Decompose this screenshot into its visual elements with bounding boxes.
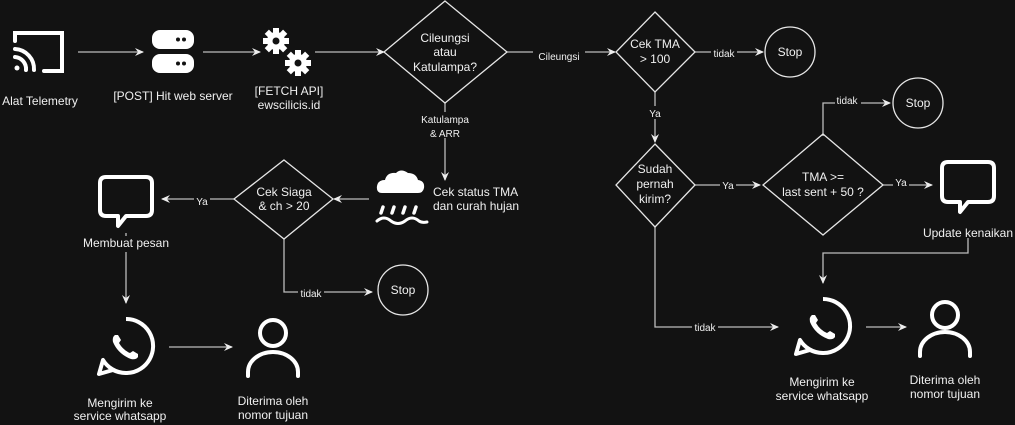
edge-label-siaga-no: tidak xyxy=(300,289,322,300)
node-label: Membuat pesan xyxy=(83,236,169,250)
node-label: Alat Telemetry xyxy=(2,94,78,108)
node-label: Stop xyxy=(778,45,803,59)
node-label-line2: ewscilicis.id xyxy=(258,98,321,112)
node-label-line2: atau xyxy=(433,45,456,59)
node-label-line3: kirim? xyxy=(639,192,671,206)
node-label-line1: Diterima oleh xyxy=(910,373,981,387)
node-label: Update kenaikan xyxy=(923,226,1013,240)
edge-label-last-sent-no: tidak xyxy=(836,96,858,107)
node-label-line1: Sudah xyxy=(638,162,673,176)
decision-siaga: Cek Siaga & ch > 20 xyxy=(232,159,335,240)
user-icon xyxy=(918,300,972,358)
user-icon xyxy=(246,318,300,378)
node-label-line2: > 100 xyxy=(640,52,671,66)
diamond-shape xyxy=(232,159,335,240)
node-label-line2: pernah xyxy=(636,177,673,191)
edge-label-tma100-no: tidak xyxy=(713,49,735,60)
edge-last-sent-no xyxy=(822,99,891,136)
node-label-line2: & ch > 20 xyxy=(258,199,309,213)
stop-node-2: Stop xyxy=(892,77,944,129)
node-label: [POST] Hit web server xyxy=(113,89,232,103)
node-label: Stop xyxy=(391,283,416,297)
diamond-shape xyxy=(382,0,509,104)
node-create-message: Membuat pesan xyxy=(80,175,174,252)
decision-sent: Sudah pernah kirim? xyxy=(615,143,696,228)
node-label-line2: nomor tujuan xyxy=(238,408,308,422)
node-label-line1: [FETCH API] xyxy=(255,84,324,98)
node-label: Stop xyxy=(906,96,931,110)
node-label-line1: Mengirim ke xyxy=(87,396,153,410)
edge-sent-no xyxy=(654,227,779,331)
gears-icon xyxy=(263,28,311,76)
diamond-shape xyxy=(761,133,885,236)
edge-label-cileungsi: Cileungsi xyxy=(538,52,579,63)
chat-bubble-icon xyxy=(940,160,996,214)
rain-flood-icon xyxy=(375,170,429,225)
stop-node-1: Stop xyxy=(764,26,816,78)
node-label-line2: service whatsapp xyxy=(74,409,167,423)
node-whatsapp-left: Mengirim ke service whatsapp xyxy=(74,316,167,423)
node-label-line1: Cek TMA xyxy=(630,37,680,51)
stop-node-3: Stop xyxy=(377,264,429,316)
decision-last-sent: TMA >= last sent + 50 ? xyxy=(761,133,885,236)
node-update-message: Update kenaikan xyxy=(923,160,1013,240)
edge-label-sent-no: tidak xyxy=(694,323,716,334)
node-user-left: Diterima oleh nomor tujuan xyxy=(238,318,309,422)
whatsapp-icon xyxy=(97,316,156,376)
edge-label-tma100-yes: Ya xyxy=(649,109,661,120)
edge-label-katulampa: Katulampa xyxy=(421,115,469,126)
terminal-circle xyxy=(892,77,944,129)
edge-update-to-wa xyxy=(819,238,969,284)
node-telemetry: Alat Telemetry xyxy=(2,31,78,108)
node-fetch-api: [FETCH API] ewscilicis.id xyxy=(255,28,324,112)
edge-label-sent-yes: Ya xyxy=(722,181,734,192)
node-label-line1: Cek Siaga xyxy=(256,185,312,199)
node-label-line1: Cileungsi xyxy=(420,31,469,45)
node-rain-check: Cek status TMA dan curah hujan xyxy=(375,170,519,225)
node-label-line2: last sent + 50 ? xyxy=(782,185,864,199)
diamond-shape xyxy=(615,143,696,228)
node-label-line1: TMA >= xyxy=(802,170,844,184)
node-label-line1: Mengirim ke xyxy=(789,375,855,389)
cast-icon xyxy=(13,31,64,73)
node-webserver: [POST] Hit web server xyxy=(113,30,233,103)
diamond-shape xyxy=(615,11,696,93)
whatsapp-icon xyxy=(794,296,853,356)
chat-bubble-icon xyxy=(98,175,154,228)
node-label-line2: nomor tujuan xyxy=(910,387,980,401)
node-label-line2: dan curah hujan xyxy=(433,199,519,213)
decision-tma100: Cek TMA > 100 xyxy=(615,11,696,93)
node-user-right: Diterima oleh nomor tujuan xyxy=(910,300,981,401)
edge-label-siaga-yes: Ya xyxy=(196,197,208,208)
edge-label-arr: & ARR xyxy=(430,129,460,140)
node-label-line3: Katulampa? xyxy=(413,60,477,74)
node-whatsapp-right: Mengirim ke service whatsapp xyxy=(776,296,869,403)
decision-station: Cileungsi atau Katulampa? xyxy=(382,0,509,104)
edge-label-last-sent-yes: Ya xyxy=(895,178,907,189)
node-label-line2: service whatsapp xyxy=(776,389,869,403)
node-label-line1: Cek status TMA xyxy=(433,185,518,199)
server-icon xyxy=(152,30,194,73)
edge-siaga-no xyxy=(283,239,373,296)
node-label-line1: Diterima oleh xyxy=(238,394,309,408)
terminal-circle xyxy=(377,264,429,316)
terminal-circle xyxy=(764,26,816,78)
